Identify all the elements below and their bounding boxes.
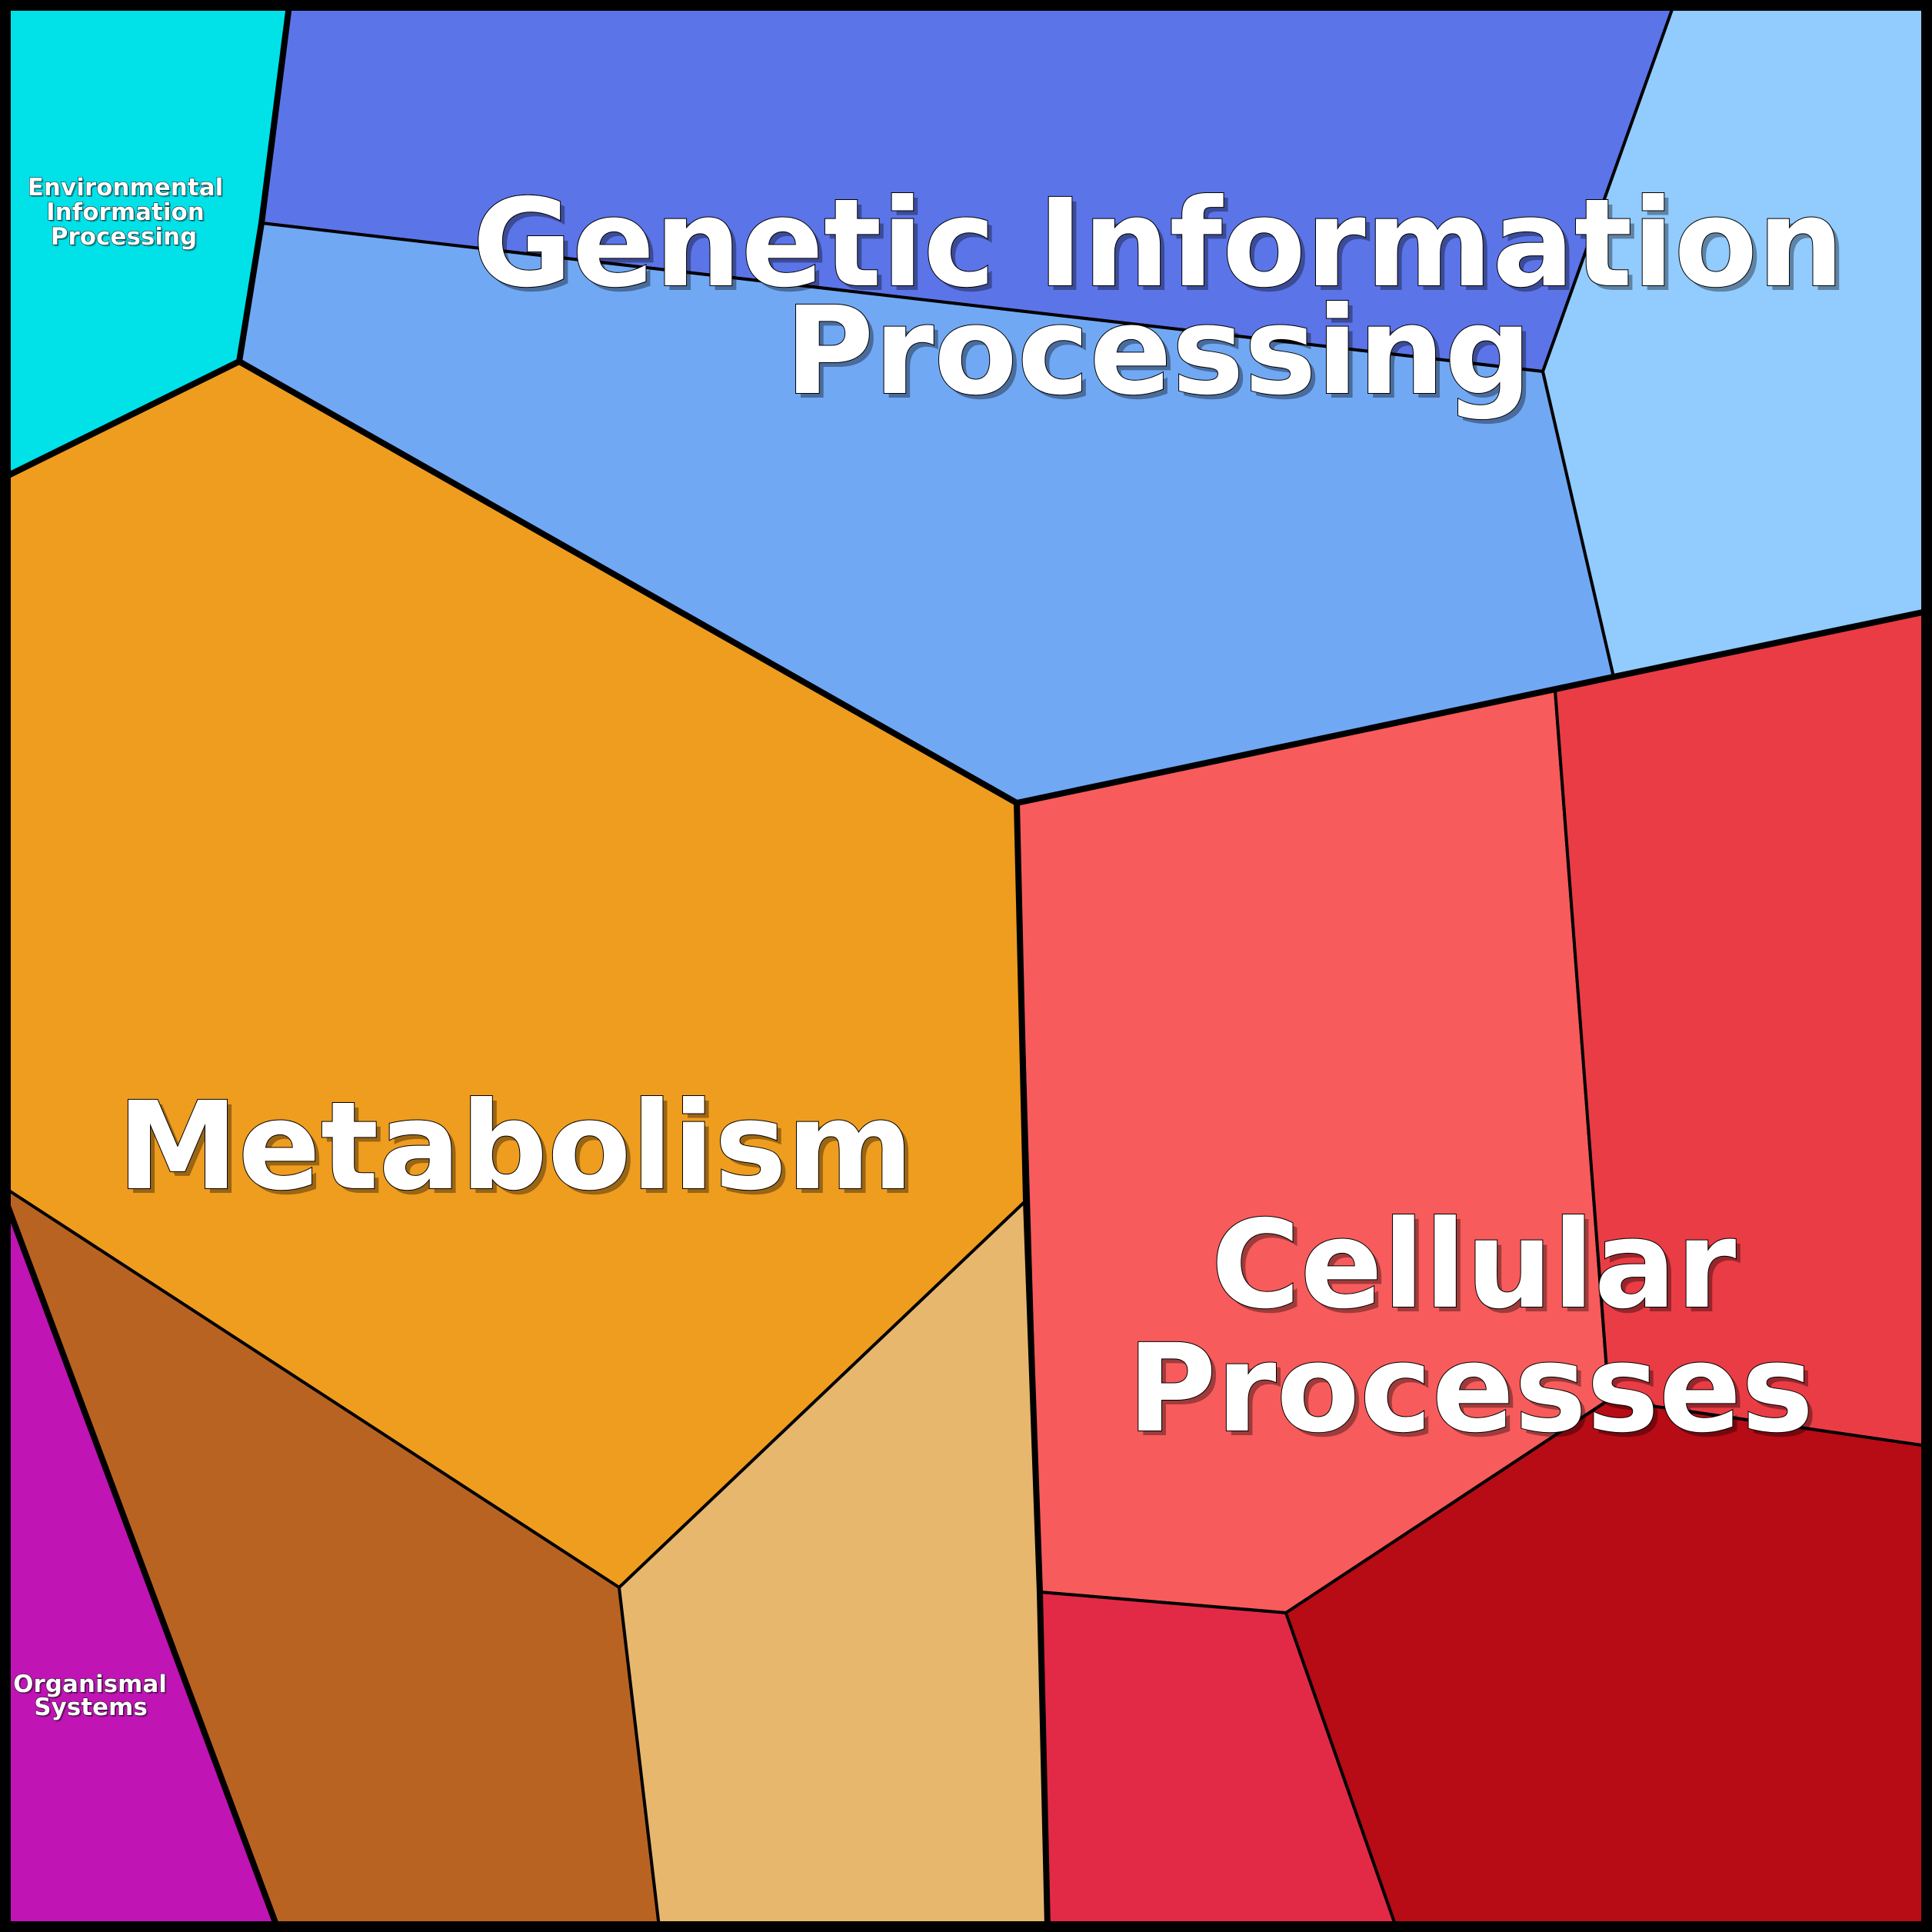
svg-text:Cellular: Cellular (1211, 1194, 1737, 1336)
svg-text:Environmental: Environmental (29, 175, 225, 203)
label-organismal-systems: Organismal Organismal Systems Systems (13, 1671, 168, 1724)
group-border-metabolism-cellular (1014, 800, 1051, 1930)
label-cellular-processes: Cellular Cellular Processes Processes (1127, 1194, 1818, 1464)
svg-text:Processes: Processes (1128, 1318, 1814, 1460)
label-environmental-information-processing: Environmental Environmental Information … (27, 174, 225, 253)
svg-text:Organismal: Organismal (13, 1671, 167, 1698)
svg-text:Systems: Systems (35, 1695, 149, 1723)
svg-text:Genetic Information: Genetic Information (477, 178, 1848, 319)
svg-text:Genetic Information: Genetic Information (472, 173, 1844, 315)
svg-text:Environmental: Environmental (28, 174, 224, 202)
label-metabolism: Metabolism Metabolism (116, 1075, 918, 1222)
label-genetic-information-processing: Genetic Information Genetic Information … (471, 172, 1848, 427)
svg-text:Metabolism: Metabolism (117, 1076, 913, 1217)
group-border-genetic (236, 358, 1930, 806)
svg-text:Information: Information (48, 200, 206, 228)
svg-text:Processing: Processing (51, 223, 198, 251)
svg-text:Cellular: Cellular (1216, 1199, 1741, 1341)
svg-text:Processing: Processing (785, 281, 1532, 422)
group-border-environmental (2, 2, 292, 480)
svg-text:Information: Information (46, 198, 205, 226)
svg-text:Processes: Processes (1132, 1323, 1818, 1464)
svg-text:Systems: Systems (34, 1694, 148, 1721)
group-border-organismal (2, 1197, 280, 1930)
svg-text:Processing: Processing (790, 285, 1537, 427)
svg-text:Processing: Processing (52, 225, 199, 252)
svg-text:Organismal: Organismal (15, 1672, 168, 1700)
svg-text:Metabolism: Metabolism (122, 1081, 918, 1222)
